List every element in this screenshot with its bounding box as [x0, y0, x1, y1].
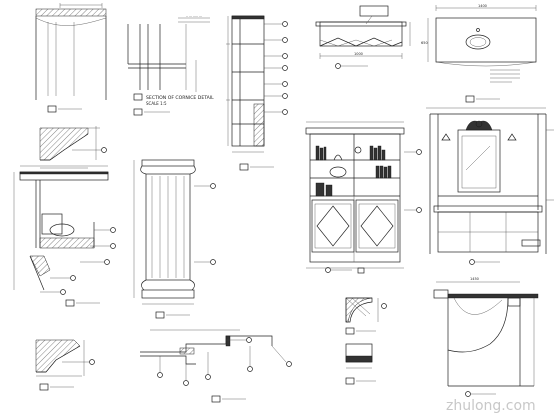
watermark-text: zhulong.com: [446, 398, 536, 414]
callout-leaders: [264, 21, 288, 115]
vanity-counter-dimension: 1450: [470, 277, 479, 281]
books: [315, 145, 392, 197]
sink-bowl-detail: [345, 343, 376, 385]
crown-moulding-profile: [39, 126, 107, 169]
vanity-basin-section: 1450: [433, 277, 539, 397]
callout-leaders: [40, 227, 116, 295]
vanity-side-dimension: 650: [421, 41, 428, 45]
vanity-top-plan-detail: 1400 650: [421, 4, 537, 103]
lower-moulding-profile: [35, 339, 95, 391]
cornice-elevation-detail: [35, 3, 107, 113]
cornice-section-title: SECTION OF CORNICE DETAIL: [146, 95, 214, 101]
sink-counter-section: [13, 165, 116, 307]
valance-elevation-detail: 1000: [315, 5, 411, 69]
scale-tag: [47, 105, 82, 113]
quarter-round-detail: [345, 297, 387, 335]
stepped-section-detail: [140, 329, 292, 403]
tall-panel-elevation: [133, 159, 216, 319]
cornice-section-detail: ·· ··· ····· ··· SECTION OF CORNICE DETA…: [127, 15, 214, 116]
callout-leaders: [157, 345, 292, 386]
cornice-section-scale: SCALE 1:5: [146, 101, 167, 106]
detail-number-tag: [133, 93, 143, 101]
shelf-section-detail: [226, 15, 288, 171]
vanity-mirror-elevation: [426, 107, 554, 265]
annotation-text: ·· ··· ····· ···: [186, 15, 202, 19]
bookcase-elevation: [305, 121, 422, 274]
vanity-width-dimension: 1400: [478, 4, 487, 8]
valance-dimension: 1000: [354, 52, 363, 56]
